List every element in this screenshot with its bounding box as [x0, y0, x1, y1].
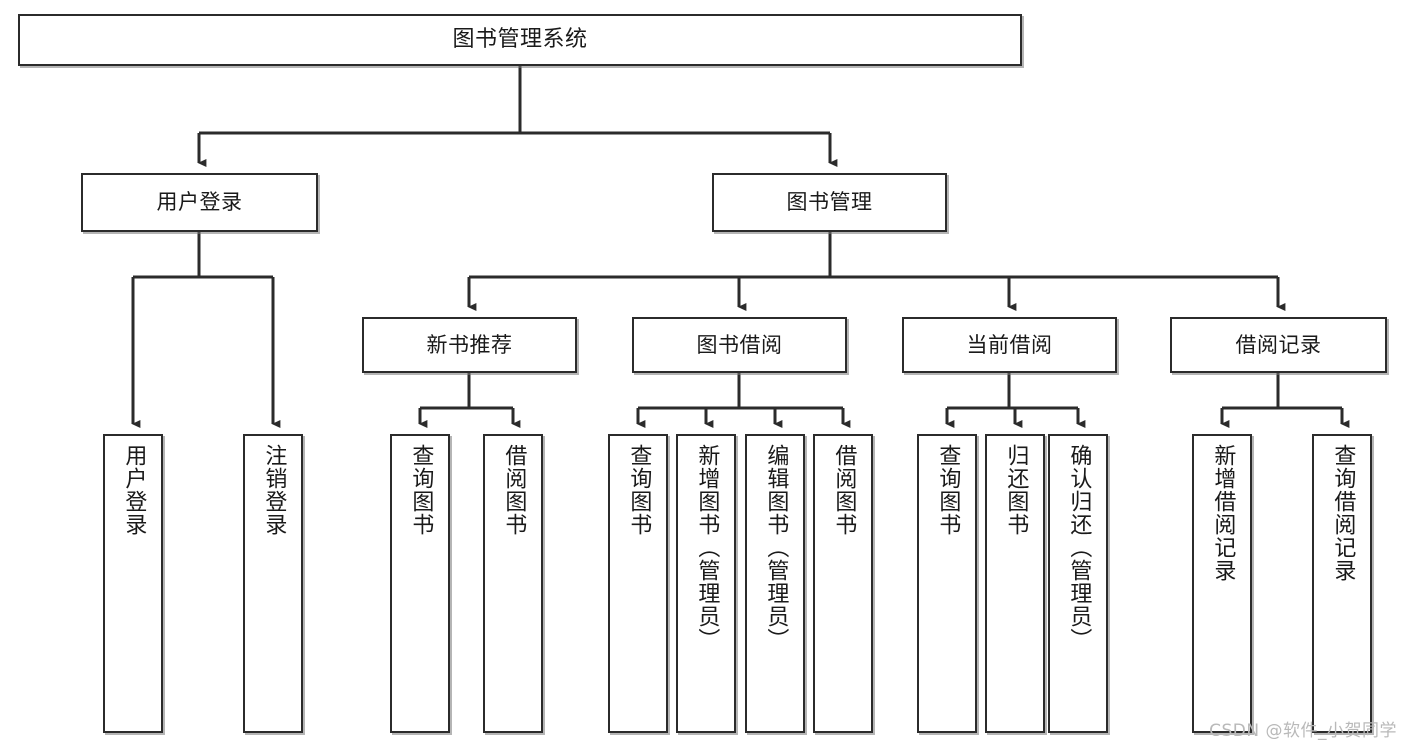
node-leaf-user-logout[interactable]: 注销登录 [243, 434, 303, 733]
node-book-management-label: 图书管理 [786, 190, 873, 215]
node-leaf-query-book-2-label: 查询图书 [626, 444, 652, 536]
node-leaf-borrow-book-1[interactable]: 借阅图书 [483, 434, 543, 733]
node-current-borrow-label: 当前借阅 [966, 332, 1053, 357]
node-leaf-query-book-2[interactable]: 查询图书 [608, 434, 668, 733]
node-leaf-add-borrow-record[interactable]: 新增借阅记录 [1192, 434, 1252, 733]
node-leaf-query-book-3-label: 查询图书 [935, 444, 961, 536]
node-leaf-query-book-1-label: 查询图书 [408, 444, 434, 536]
node-leaf-add-book-admin-label: 新增图书（管理员） [694, 444, 720, 651]
node-root[interactable]: 图书管理系统 [18, 14, 1022, 66]
node-leaf-return-book[interactable]: 归还图书 [985, 434, 1045, 733]
node-leaf-query-borrow-record[interactable]: 查询借阅记录 [1312, 434, 1372, 733]
node-current-borrow[interactable]: 当前借阅 [902, 317, 1117, 373]
node-new-book-recommend-label: 新书推荐 [426, 332, 513, 357]
node-book-borrow-label: 图书借阅 [696, 332, 783, 357]
node-leaf-query-book-3[interactable]: 查询图书 [917, 434, 977, 733]
node-user-login[interactable]: 用户登录 [81, 173, 318, 232]
node-borrow-records-label: 借阅记录 [1235, 332, 1322, 357]
node-leaf-edit-book-admin-label: 编辑图书（管理员） [763, 444, 789, 651]
node-leaf-query-book-1[interactable]: 查询图书 [390, 434, 450, 733]
node-book-management[interactable]: 图书管理 [712, 173, 947, 232]
node-leaf-confirm-return-admin-label: 确认归还（管理员） [1066, 444, 1092, 651]
node-leaf-borrow-book-2[interactable]: 借阅图书 [813, 434, 873, 733]
node-leaf-edit-book-admin[interactable]: 编辑图书（管理员） [745, 434, 805, 733]
watermark: CSDN @软件_小贺同学 [1209, 721, 1397, 741]
node-leaf-user-logout-label: 注销登录 [261, 444, 287, 536]
node-user-login-label: 用户登录 [156, 190, 243, 215]
node-leaf-add-book-admin[interactable]: 新增图书（管理员） [676, 434, 736, 733]
node-book-borrow[interactable]: 图书借阅 [632, 317, 847, 373]
node-leaf-borrow-book-2-label: 借阅图书 [831, 444, 857, 536]
node-leaf-confirm-return-admin[interactable]: 确认归还（管理员） [1048, 434, 1108, 733]
node-leaf-borrow-book-1-label: 借阅图书 [501, 444, 527, 536]
node-borrow-records[interactable]: 借阅记录 [1170, 317, 1387, 373]
node-leaf-add-borrow-record-label: 新增借阅记录 [1210, 444, 1236, 582]
node-leaf-user-login-label: 用户登录 [121, 444, 147, 536]
node-new-book-recommend[interactable]: 新书推荐 [362, 317, 577, 373]
node-leaf-user-login[interactable]: 用户登录 [103, 434, 163, 733]
node-leaf-return-book-label: 归还图书 [1003, 444, 1029, 536]
node-leaf-query-borrow-record-label: 查询借阅记录 [1330, 444, 1356, 582]
node-root-label: 图书管理系统 [452, 27, 588, 53]
